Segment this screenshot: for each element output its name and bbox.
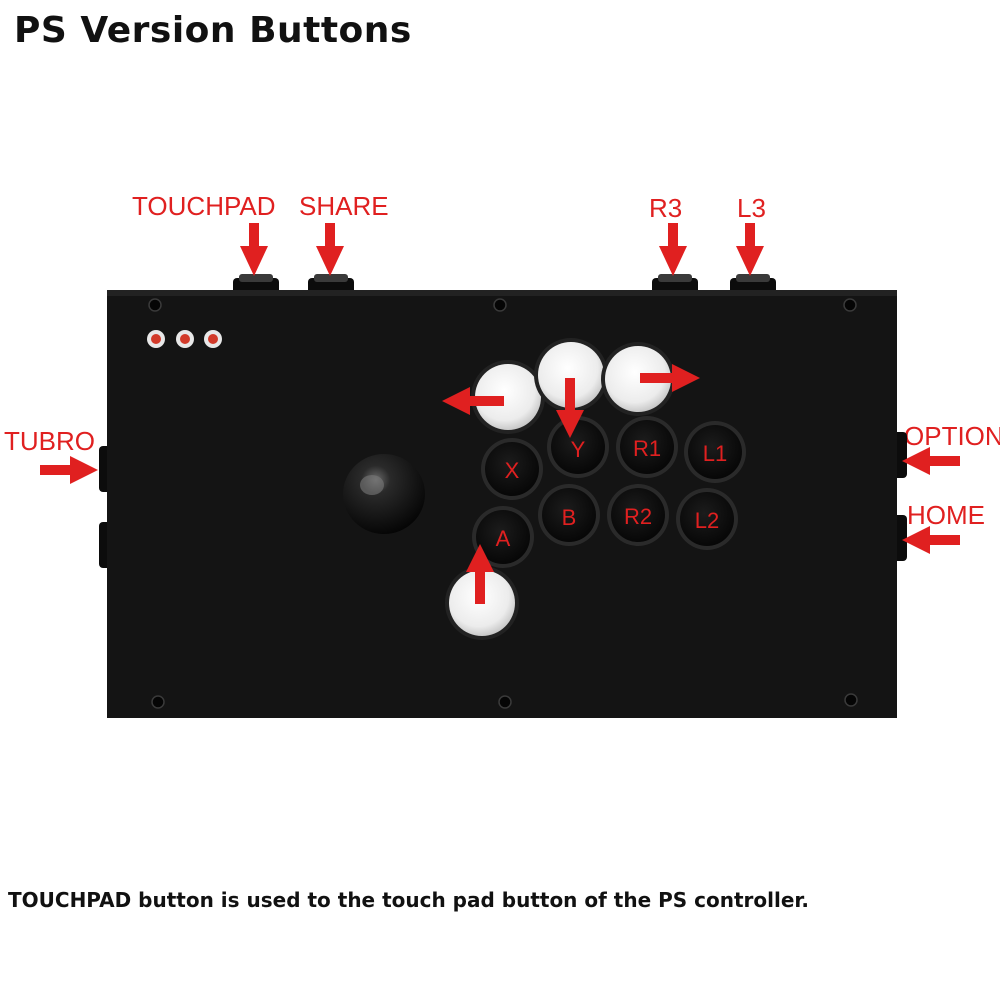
caption-text: TOUCHPAD button is used to the touch pad… [8, 888, 810, 912]
r3-arrow-icon [659, 223, 687, 276]
white-button-right[interactable] [601, 342, 675, 416]
joystick[interactable] [343, 454, 425, 534]
button-r1[interactable]: R1 [616, 416, 678, 478]
white-bottom-arrow-icon [466, 544, 494, 604]
white-button-left[interactable] [471, 360, 545, 434]
button-a-label: A [496, 526, 511, 551]
r3-label: R3 [649, 193, 683, 223]
button-b[interactable]: B [538, 484, 600, 546]
share-arrow-icon [316, 223, 344, 276]
white-left-arrow-icon [442, 387, 504, 415]
button-l2[interactable]: L2 [676, 488, 738, 550]
tubro-arrow-icon [40, 456, 98, 484]
button-r1-label: R1 [633, 436, 661, 461]
button-l1-label: L1 [703, 441, 727, 466]
button-l2-label: L2 [695, 508, 719, 533]
option-arrow-icon [902, 447, 960, 475]
button-x[interactable]: X [481, 438, 543, 500]
tubro-label: TUBRO [4, 426, 95, 456]
home-arrow-icon [902, 526, 960, 554]
controller-panel [107, 290, 897, 718]
l3-arrow-icon [736, 223, 764, 276]
white-button-middle[interactable] [534, 338, 608, 412]
indicator-lights [147, 330, 222, 348]
panel-screws [148, 298, 858, 709]
white-right-arrow-icon [640, 364, 700, 392]
share-label: SHARE [299, 191, 389, 221]
button-r2-label: R2 [624, 504, 652, 529]
page-title: PS Version Buttons [14, 10, 412, 51]
l3-label: L3 [737, 193, 766, 223]
touchpad-label: TOUCHPAD [132, 191, 276, 221]
button-x-label: X [505, 458, 520, 483]
touchpad-arrow-icon [240, 223, 268, 276]
option-label: OPTION [904, 421, 1000, 451]
button-b-label: B [562, 505, 577, 530]
button-y-label: Y [571, 437, 586, 462]
button-l1[interactable]: L1 [684, 421, 746, 483]
home-label: HOME [907, 500, 985, 530]
button-y[interactable]: Y [547, 416, 609, 478]
white-middle-arrow-icon [556, 378, 584, 438]
button-r2[interactable]: R2 [607, 484, 669, 546]
button-a[interactable]: A [472, 506, 534, 568]
